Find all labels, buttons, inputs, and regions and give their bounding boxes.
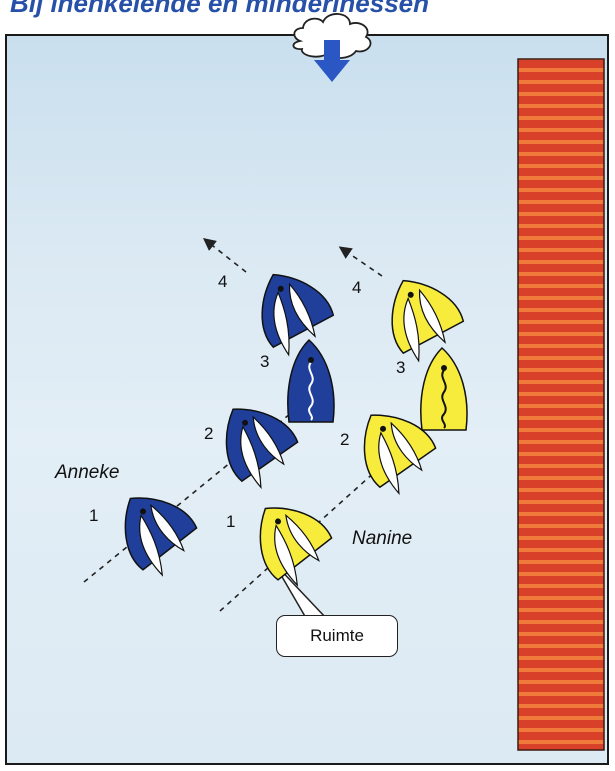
blue-boat-3: [288, 340, 334, 422]
blue-course-arrow: [208, 242, 246, 272]
yellow-position-2: 2: [340, 430, 349, 450]
yellow-position-1: 1: [226, 512, 235, 532]
yellow-position-4: 4: [352, 278, 361, 298]
yellow-course-arrow: [344, 250, 382, 276]
yellow-boat-3: [421, 348, 467, 430]
blue-position-2: 2: [204, 424, 213, 444]
yellow-boat-1: [238, 487, 343, 593]
yellow-boat-name: Nanine: [352, 528, 412, 550]
blue-boat-1: [103, 477, 208, 583]
blue-position-1: 1: [89, 506, 98, 526]
yellow-position-3: 3: [396, 358, 405, 378]
blue-position-4: 4: [218, 272, 227, 292]
blue-boat-4: [242, 258, 341, 360]
ruimte-callout: Ruimte: [276, 615, 398, 657]
obstacle-striped: [518, 59, 604, 750]
yellow-boat-4: [372, 264, 471, 366]
blue-position-3: 3: [260, 352, 269, 372]
blue-boat-name: Anneke: [55, 462, 119, 484]
